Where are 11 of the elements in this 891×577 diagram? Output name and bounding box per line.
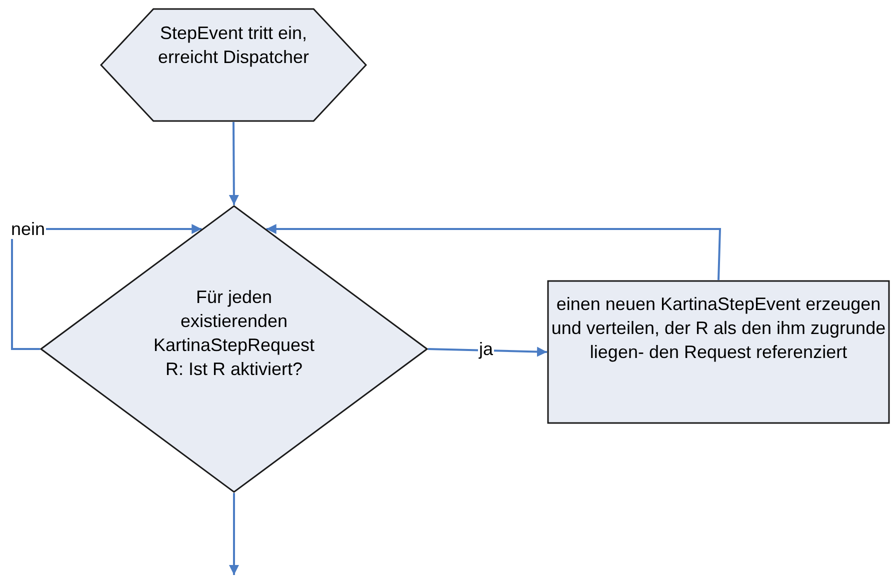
arrow <box>266 224 722 280</box>
arrow <box>428 346 548 357</box>
node-text: Für jeden existierenden KartinaStepRequest R: Ist R aktiviert? <box>152 286 316 381</box>
edge-label: nein <box>10 219 46 239</box>
process-box <box>547 280 890 424</box>
node-text: einen neuen KartinaStepEvent erzeugen und verteilen, der R als den ihm zugrunde liegen- den Request referenziert <box>551 293 886 364</box>
start-hexagon <box>100 8 367 122</box>
edge-label: ja <box>478 339 494 359</box>
arrow <box>228 122 239 205</box>
node-text: StepEvent tritt ein, erreicht Dispatcher <box>156 22 310 69</box>
arrow <box>229 493 239 575</box>
